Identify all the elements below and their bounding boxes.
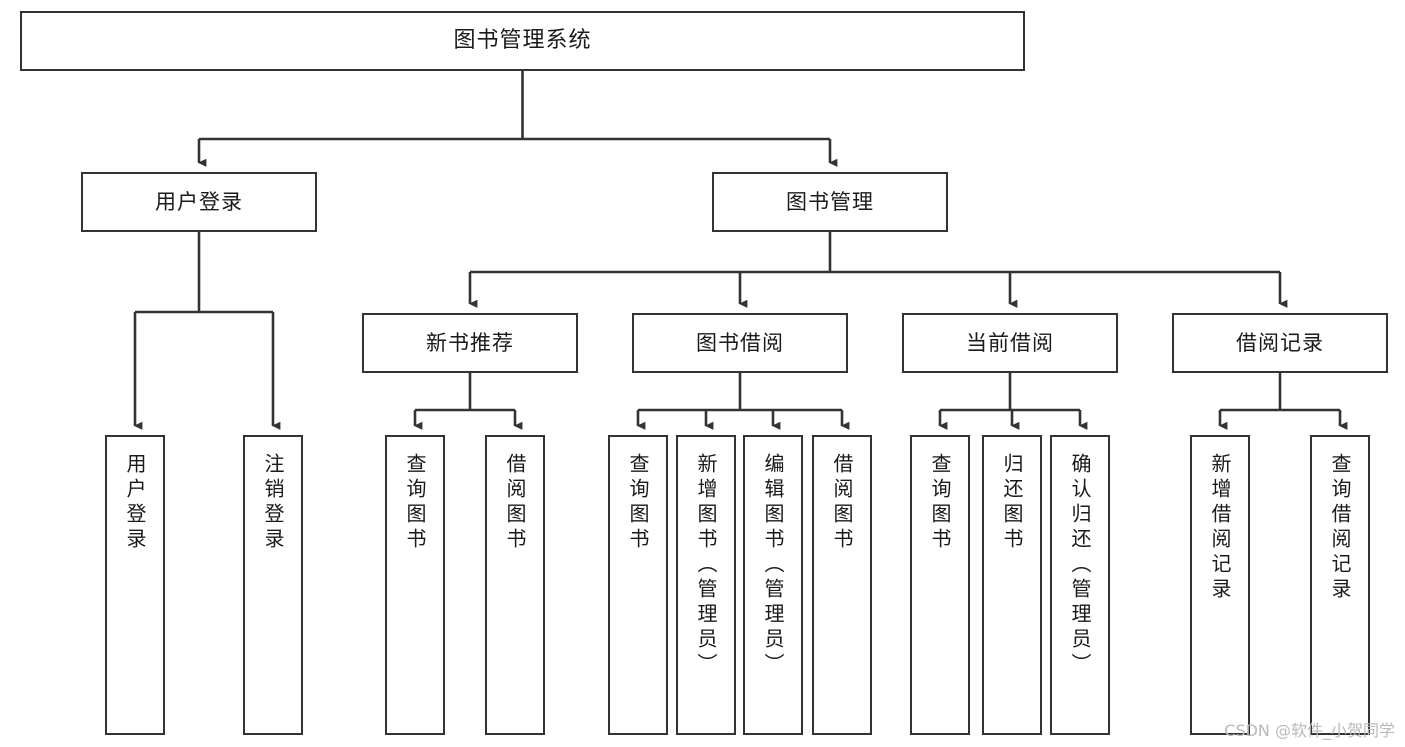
node-leaf-query-record[interactable]: 查询借阅记录 — [1310, 435, 1370, 735]
node-label: 新增借阅记录 — [1208, 453, 1232, 603]
node-label: 查询图书 — [626, 453, 650, 553]
node-leaf-logout[interactable]: 注销登录 — [243, 435, 303, 735]
node-label: 用户登录 — [123, 453, 147, 553]
node-label: 查询借阅记录 — [1328, 453, 1352, 603]
node-label: 新书推荐 — [426, 330, 514, 355]
node-leaf-confirm-return[interactable]: 确认归还（管理员） — [1050, 435, 1110, 735]
node-leaf-query-book-2[interactable]: 查询图书 — [608, 435, 668, 735]
node-label: 新增图书（管理员） — [694, 453, 718, 678]
node-user-login[interactable]: 用户登录 — [81, 172, 317, 232]
node-label: 查询图书 — [928, 453, 952, 553]
node-book-manage[interactable]: 图书管理 — [712, 172, 948, 232]
node-label: 借阅记录 — [1236, 330, 1324, 355]
node-current-borrow[interactable]: 当前借阅 — [902, 313, 1118, 373]
node-label: 编辑图书（管理员） — [761, 453, 785, 678]
node-label: 归还图书 — [1000, 453, 1024, 553]
node-label: 图书管理 — [786, 189, 874, 214]
node-leaf-borrow-book-2[interactable]: 借阅图书 — [812, 435, 872, 735]
node-leaf-add-record[interactable]: 新增借阅记录 — [1190, 435, 1250, 735]
node-leaf-edit-book[interactable]: 编辑图书（管理员） — [743, 435, 803, 735]
node-leaf-add-book[interactable]: 新增图书（管理员） — [676, 435, 736, 735]
node-root[interactable]: 图书管理系统 — [20, 11, 1025, 71]
node-label: 注销登录 — [261, 453, 285, 553]
node-leaf-user-login[interactable]: 用户登录 — [105, 435, 165, 735]
node-label: 图书借阅 — [696, 330, 784, 355]
node-label: 借阅图书 — [830, 453, 854, 553]
node-leaf-borrow-book-1[interactable]: 借阅图书 — [485, 435, 545, 735]
node-leaf-query-book-3[interactable]: 查询图书 — [910, 435, 970, 735]
node-borrow-record[interactable]: 借阅记录 — [1172, 313, 1388, 373]
node-leaf-return-book[interactable]: 归还图书 — [982, 435, 1042, 735]
node-label: 确认归还（管理员） — [1068, 453, 1092, 678]
node-label: 借阅图书 — [503, 453, 527, 553]
watermark-label: CSDN @软件_小贺同学 — [1224, 721, 1395, 740]
node-label: 查询图书 — [403, 453, 427, 553]
node-label: 用户登录 — [155, 189, 243, 214]
node-book-borrow[interactable]: 图书借阅 — [632, 313, 848, 373]
node-label: 图书管理系统 — [453, 28, 592, 54]
node-leaf-query-book-1[interactable]: 查询图书 — [385, 435, 445, 735]
node-new-book-rec[interactable]: 新书推荐 — [362, 313, 578, 373]
node-label: 当前借阅 — [966, 330, 1054, 355]
